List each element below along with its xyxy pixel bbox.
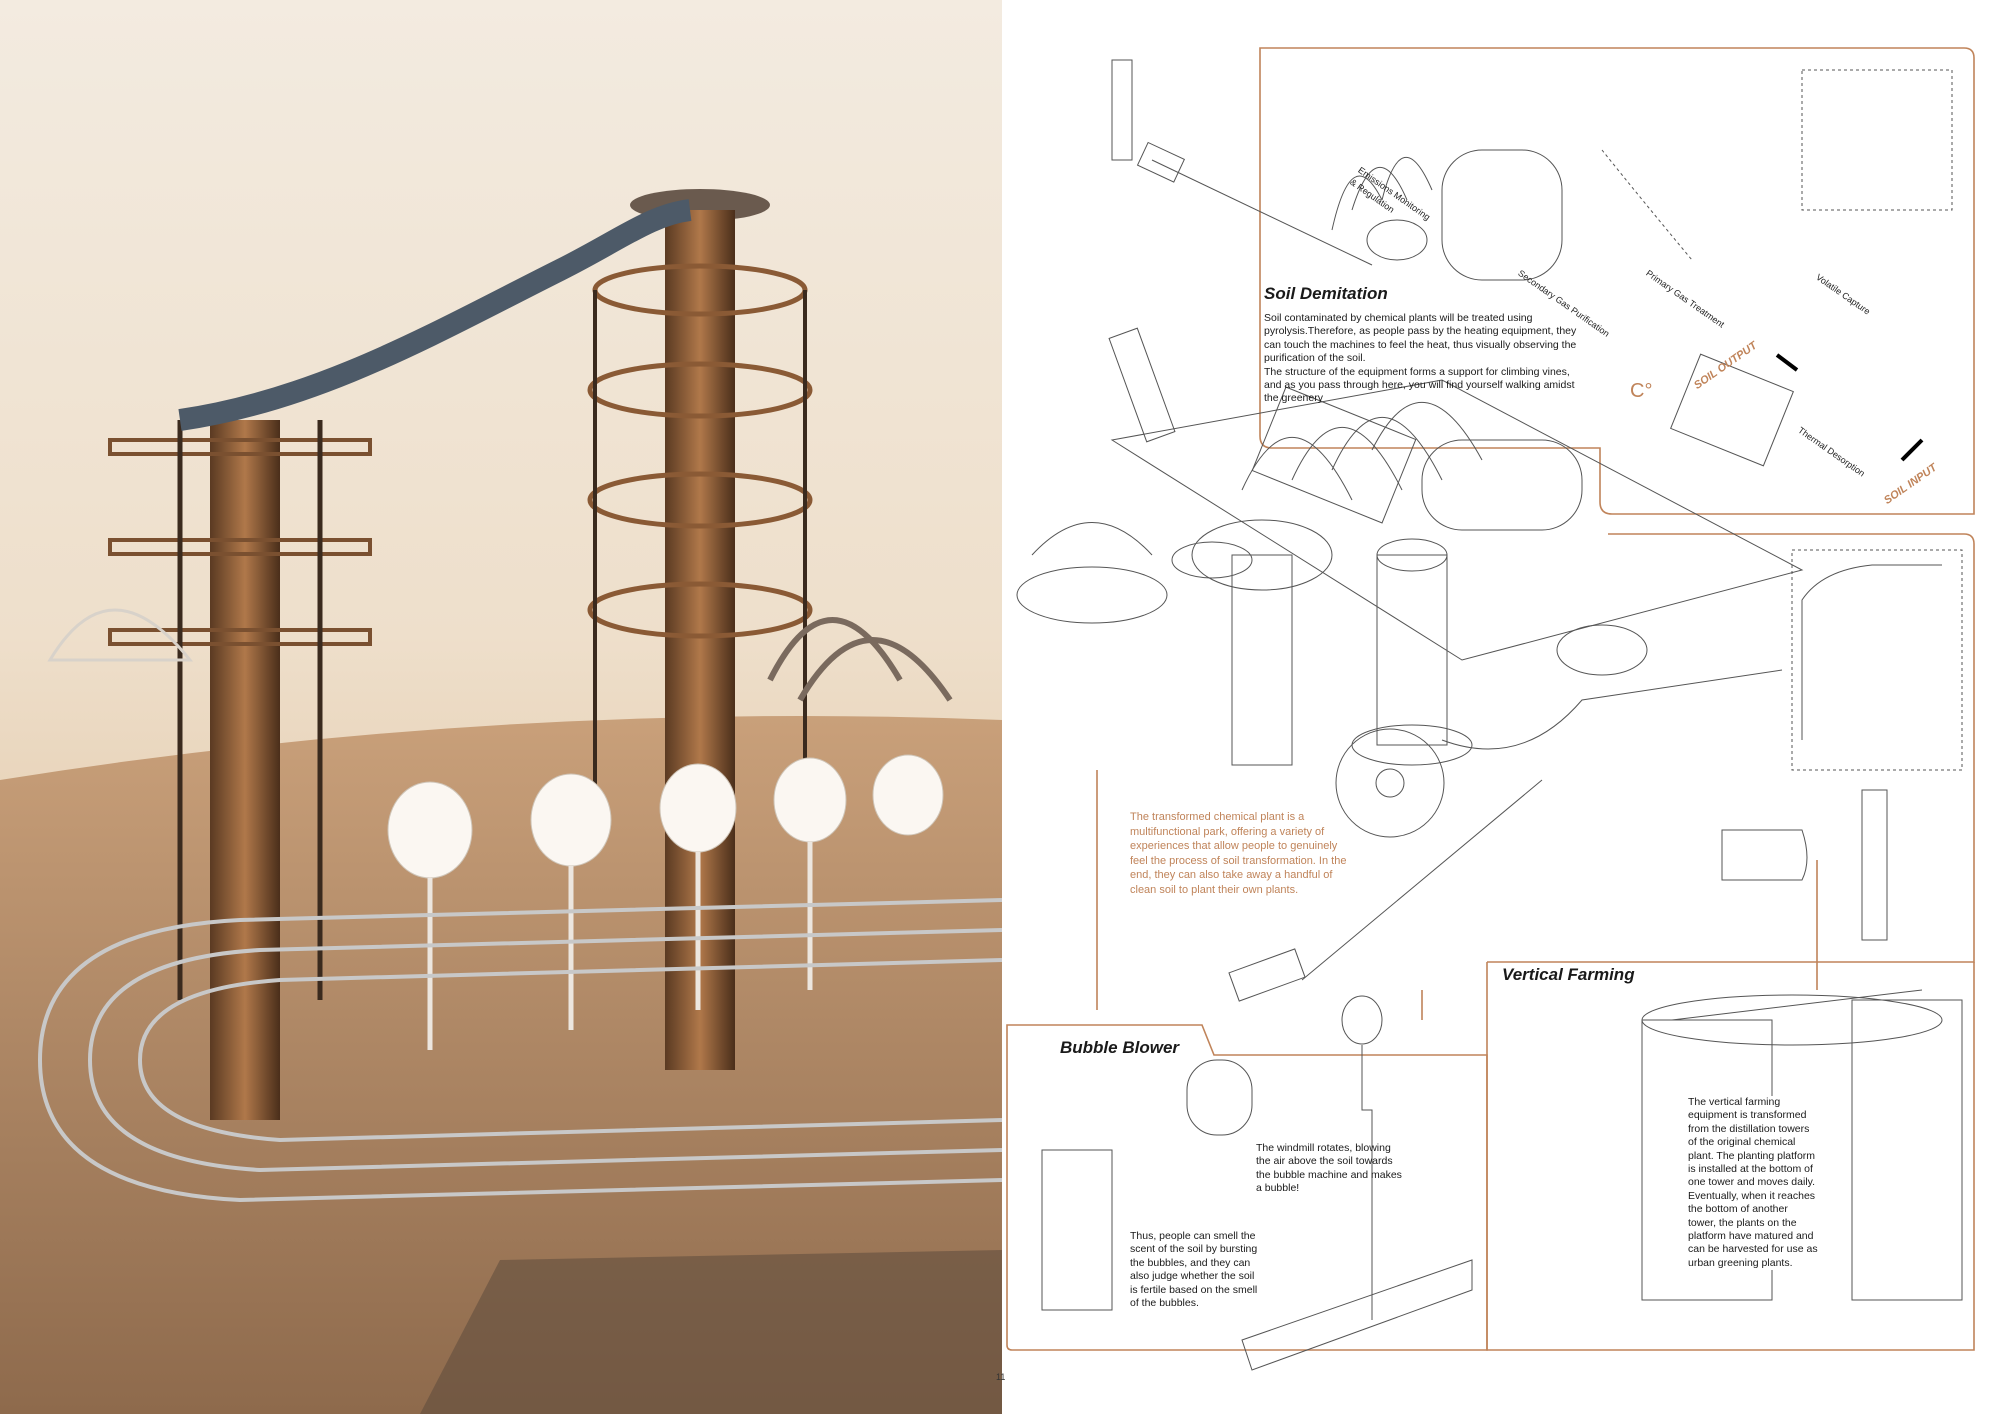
park-line-2: multifunctional park, offering a variety…: [1130, 825, 1325, 838]
vf-line-13: urban greening plants.: [1688, 1256, 1793, 1269]
park-line-1: The transformed chemical plant is a: [1130, 811, 1305, 823]
soil-line-4: purification of the soil.: [1264, 352, 1366, 365]
park-line-4: feel the process of soil transformation.…: [1130, 854, 1347, 867]
curved-walkway: [37, 898, 1002, 1203]
vertical-farming-text: The vertical farming equipment is transf…: [1688, 1096, 1828, 1271]
smell-line-4: also judge whether the soil: [1130, 1270, 1255, 1283]
bubble-blowers: [387, 754, 944, 1050]
smell-line-6: of the bubbles.: [1130, 1297, 1199, 1310]
smell-line-3: the bubbles, and they can: [1130, 1256, 1251, 1269]
vf-line-5: plant. The planting platform: [1688, 1149, 1816, 1162]
vf-line-3: from the distillation towers: [1688, 1122, 1810, 1135]
windmill-line-3: the bubble machine and makes: [1256, 1168, 1402, 1181]
windmill-line-4: a bubble!: [1256, 1182, 1300, 1195]
soil-line-3: can touch the machines to feel the heat,…: [1264, 338, 1577, 351]
park-line-6: clean soil to plant their own plants.: [1130, 883, 1299, 896]
bubble-smell-text: Thus, people can smell the scent of the …: [1130, 1230, 1270, 1310]
smell-line-1: Thus, people can smell the: [1130, 1230, 1256, 1242]
park-intro-text: The transformed chemical plant is a mult…: [1130, 810, 1390, 897]
soil-line-6: and as you pass through here, you will f…: [1264, 379, 1575, 392]
soil-line-2: pyrolysis.Therefore, as people pass by t…: [1264, 325, 1577, 338]
vf-line-11: platform have matured and: [1688, 1230, 1814, 1243]
vf-line-4: of the original chemical: [1688, 1136, 1796, 1149]
page-number: 11: [996, 1372, 1006, 1382]
vf-line-9: the bottom of another: [1688, 1203, 1788, 1216]
park-line-5: end, they can also take away a handful o…: [1130, 869, 1333, 881]
vf-line-10: tower, the plants on the: [1688, 1216, 1797, 1229]
vf-line-6: is installed at the bottom of: [1688, 1163, 1813, 1176]
windmill-line-2: the air above the soil towards: [1256, 1155, 1393, 1168]
left-tower: [108, 420, 372, 1120]
soil-line-5: The structure of the equipment forms a s…: [1264, 365, 1570, 378]
vertical-farming-title: Vertical Farming: [1502, 965, 1635, 984]
vf-line-12: can be harvested for use as: [1688, 1243, 1818, 1256]
bubble-blower-title: Bubble Blower: [1060, 1038, 1180, 1057]
vf-line-8: Eventually, when it reaches: [1688, 1189, 1816, 1202]
diagram-linework: [1006, 47, 1975, 1371]
vf-line-2: equipment is transformed: [1688, 1109, 1807, 1122]
temperature-icon: C°: [1630, 380, 1653, 402]
pyrolysis-diagram: [1111, 59, 1953, 524]
smell-line-5: is fertile based on the smell: [1130, 1283, 1258, 1296]
windmill-text: The windmill rotates, blowing the air ab…: [1256, 1142, 1406, 1196]
section-frames: [1006, 47, 1975, 1351]
vf-line-1: The vertical farming: [1688, 1096, 1781, 1108]
soil-demitation-body: Soil contaminated by chemical plants wil…: [1264, 312, 1594, 406]
diagram-sheet: Soil Demitation Soil contaminated by che…: [1002, 0, 2000, 1414]
soil-line-7: the greenery: [1264, 392, 1323, 405]
isometric-plant: [1016, 327, 1804, 1002]
park-render-image: [0, 0, 1002, 1414]
vf-line-7: one tower and moves daily.: [1688, 1176, 1816, 1189]
smell-line-2: scent of the soil by bursting: [1130, 1243, 1258, 1256]
soil-demitation-title: Soil Demitation: [1264, 284, 1388, 303]
park-line-3: experiences that allow people to genuine…: [1130, 840, 1338, 852]
windmill-line-1: The windmill rotates, blowing: [1256, 1142, 1391, 1154]
park-render-illustration: [0, 189, 1002, 1414]
soil-line-1: Soil contaminated by chemical plants wil…: [1264, 312, 1533, 324]
